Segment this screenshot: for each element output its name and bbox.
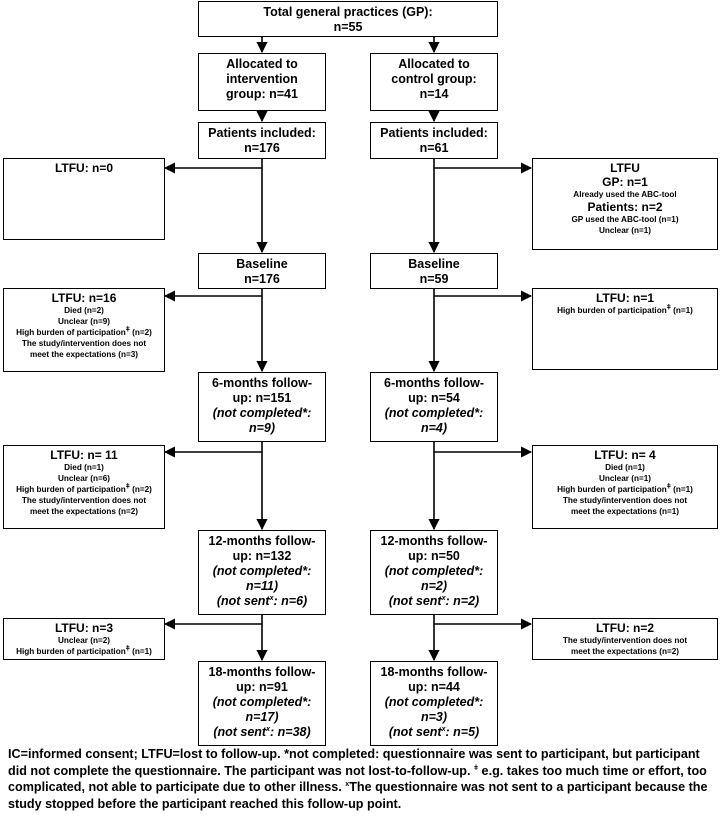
ltfu-intervention-baseline-box: LTFU: n=16 Died (n=2) Unclear (n=9) High… — [3, 288, 165, 372]
ltfu-control-6m-box: LTFU: n= 4 Died (n=1) Unclear (n=1) High… — [532, 445, 718, 529]
ltfu-control-pre-baseline-box: LTFU GP: n=1 Already used the ABC-tool P… — [532, 158, 718, 250]
patients-included-intervention-box: Patients included: n=176 — [198, 122, 326, 159]
ltfu-intervention-12m-box: LTFU: n=3 Unclear (n=2) High burden of p… — [3, 618, 165, 660]
ltfu-control-baseline-box: LTFU: n=1 High burden of participationǂ … — [532, 288, 718, 370]
patients-included-control-box: Patients included: n=61 — [370, 122, 498, 159]
ltfu-intervention-pre-baseline-box: LTFU: n=0 — [3, 158, 165, 240]
baseline-control-box: Baseline n=59 — [370, 253, 498, 289]
followup-6m-intervention-box: 6-months follow- up: n=151 (not complete… — [198, 372, 326, 442]
followup-18m-control-box: 18-months follow- up: n=44 (not complete… — [370, 661, 498, 746]
followup-6m-control-box: 6-months follow- up: n=54 (not completed… — [370, 372, 498, 442]
footnote: IC=informed consent; LTFU=lost to follow… — [8, 747, 708, 811]
baseline-intervention-box: Baseline n=176 — [198, 253, 326, 289]
ltfu-control-12m-box: LTFU: n=2 The study/intervention does no… — [532, 618, 718, 660]
followup-18m-intervention-box: 18-months follow- up: n=91 (not complete… — [198, 661, 326, 746]
allocated-control-box: Allocated to control group: n=14 — [370, 53, 498, 111]
total-gp-box: Total general practices (GP): n=55 — [198, 1, 498, 37]
total-gp-label: Total general practices (GP): — [263, 5, 433, 19]
total-gp-count: n=55 — [333, 20, 363, 34]
followup-12m-intervention-box: 12-months follow- up: n=132 (not complet… — [198, 530, 326, 615]
followup-12m-control-box: 12-months follow- up: n=50 (not complete… — [370, 530, 498, 615]
ltfu-intervention-6m-box: LTFU: n= 11 Died (n=1) Unclear (n=6) Hig… — [3, 445, 165, 529]
allocated-intervention-box: Allocated to intervention group: n=41 — [198, 53, 326, 111]
